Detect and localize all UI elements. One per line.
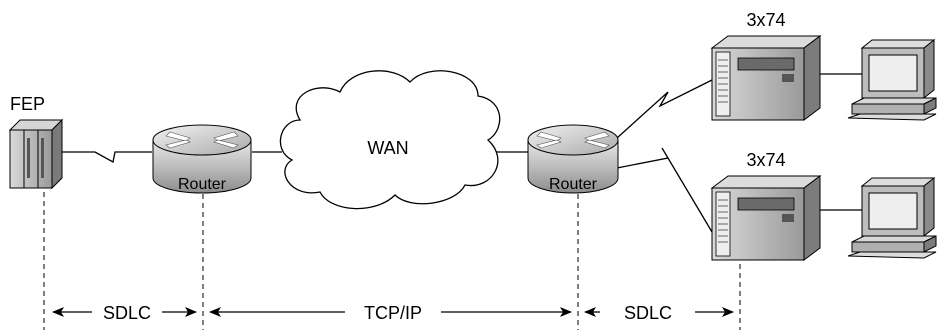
segment-label-sdlc-left: SDLC bbox=[103, 303, 151, 323]
router-icon-left bbox=[152, 124, 252, 194]
sdlc-link-bottom bbox=[616, 147, 713, 233]
segment-boundaries bbox=[43, 192, 741, 330]
sdlc-link-left bbox=[62, 151, 152, 164]
terminal-icon-bottom bbox=[847, 176, 937, 259]
router-icon-right bbox=[527, 124, 619, 194]
cluster-controller-icon-bottom bbox=[710, 175, 822, 261]
sdlc-link-top bbox=[616, 79, 713, 139]
router-label-right: Router bbox=[549, 176, 598, 193]
wan-label: WAN bbox=[367, 138, 408, 158]
segment-label-sdlc-right: SDLC bbox=[624, 303, 672, 323]
controller-label-top: 3x74 bbox=[746, 10, 785, 30]
controller-label-bottom: 3x74 bbox=[746, 150, 785, 170]
links bbox=[62, 73, 862, 233]
cluster-controller-icon-top bbox=[710, 35, 822, 121]
fep-label: FEP bbox=[10, 94, 45, 114]
router-label-left: Router bbox=[178, 176, 227, 193]
fep-icon bbox=[8, 118, 64, 190]
cloud-icon bbox=[279, 70, 501, 210]
segment-label-tcpip: TCP/IP bbox=[364, 303, 422, 323]
terminal-icon-top bbox=[847, 38, 937, 121]
